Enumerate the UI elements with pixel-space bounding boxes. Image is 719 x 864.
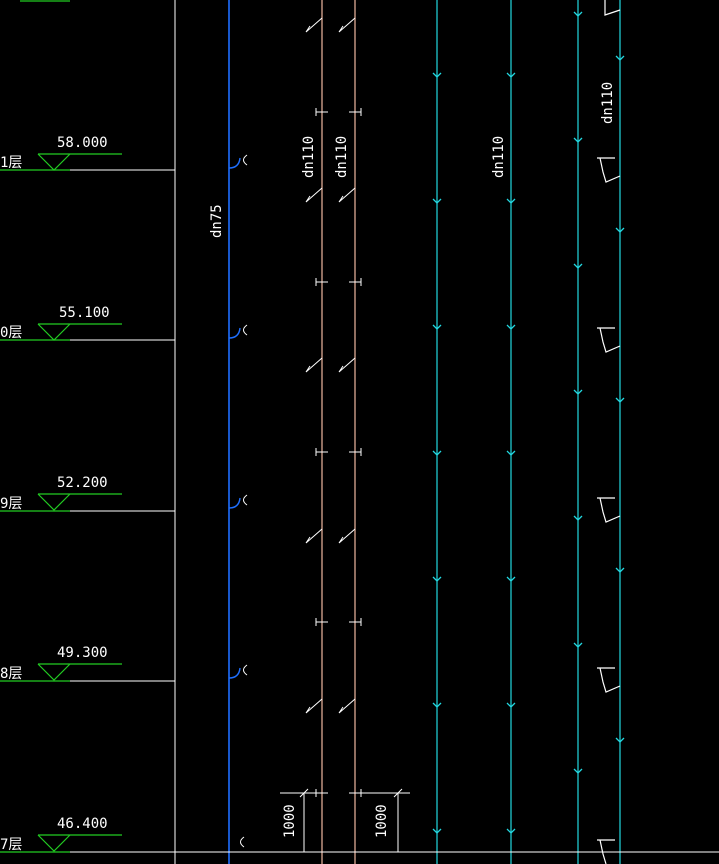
elevation-label: 55.100 xyxy=(59,305,110,321)
branch-elbow xyxy=(228,497,241,509)
level-group-2: 55.100 0层 xyxy=(0,305,175,341)
level-marker-triangle xyxy=(37,663,71,681)
right-fixtures xyxy=(597,0,621,864)
dimension-label-left: 1000 xyxy=(282,804,298,838)
branch-elbow xyxy=(228,667,241,679)
level-group-4: 49.300 8层 xyxy=(0,645,175,682)
elevation-label: 46.400 xyxy=(57,816,108,832)
level-group-1: 58.000 1层 xyxy=(0,135,175,171)
cyan-pipe-fittings xyxy=(432,11,625,834)
level-marker-triangle xyxy=(37,323,71,341)
level-marker-triangle xyxy=(37,493,71,511)
elevation-label: 58.000 xyxy=(57,135,108,151)
dimension-label-right: 1000 xyxy=(374,804,390,838)
blue-pipe-hooks xyxy=(240,154,248,848)
branch-elbow xyxy=(228,157,241,169)
level-group-5: 46.400 7层 xyxy=(0,816,719,853)
pink-pipe-a-size-label: dn110 xyxy=(301,136,317,178)
elevation-label: 52.200 xyxy=(57,475,108,491)
pink-pipe-b-size-label: dn110 xyxy=(334,136,350,178)
blue-pipe-size-label: dn75 xyxy=(209,204,225,238)
level-marker-triangle xyxy=(37,834,71,852)
cyan-pipe-size-label: dn110 xyxy=(491,136,507,178)
elevation-label: 49.300 xyxy=(57,645,108,661)
floor-label: 9层 xyxy=(0,496,22,512)
level-group-3: 52.200 9层 xyxy=(0,475,175,512)
blue-pipe-fittings xyxy=(228,157,241,679)
dimension-right xyxy=(352,788,410,852)
floor-label: 1层 xyxy=(0,155,22,171)
floor-label: 0层 xyxy=(0,325,22,341)
branch-elbow xyxy=(228,327,241,339)
floor-label: 7层 xyxy=(0,837,22,853)
right-pipe-size-label: dn110 xyxy=(600,82,616,124)
level-marker-triangle xyxy=(37,153,71,171)
floor-label: 8层 xyxy=(0,666,22,682)
pink-pipe-fittings xyxy=(305,17,362,797)
dimension-left xyxy=(280,788,325,852)
